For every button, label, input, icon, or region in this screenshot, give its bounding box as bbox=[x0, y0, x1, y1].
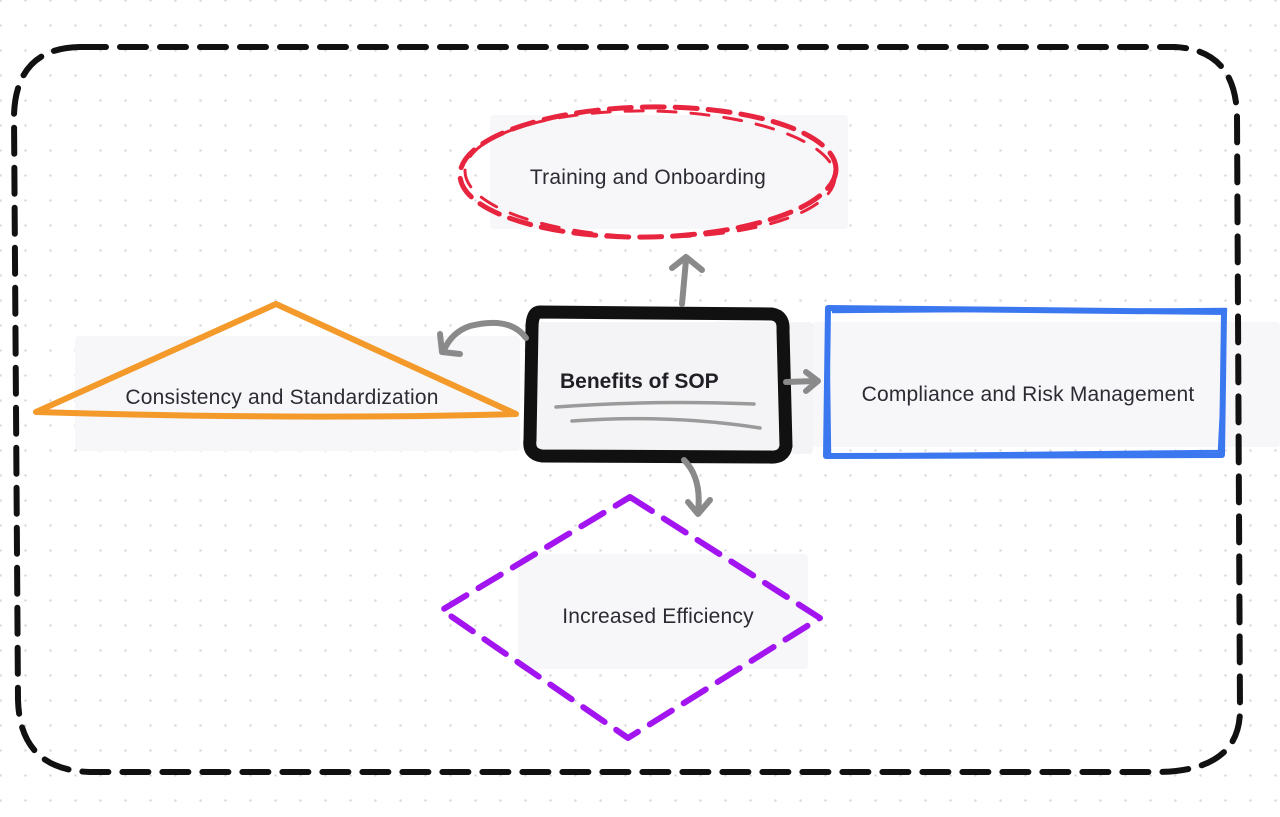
compliance-rectangle-sketch bbox=[826, 307, 1228, 457]
center-underline-1 bbox=[554, 400, 756, 409]
efficiency-diamond[interactable] bbox=[439, 494, 823, 741]
consistency-triangle[interactable] bbox=[33, 301, 519, 420]
training-ellipse-sketch bbox=[463, 109, 837, 239]
efficiency-label[interactable]: Increased Efficiency bbox=[562, 605, 754, 628]
center-underline-2 bbox=[570, 416, 762, 430]
center-title[interactable]: Benefits of SOP bbox=[560, 370, 719, 393]
center-box[interactable] bbox=[523, 305, 793, 464]
arrow-to-efficiency bbox=[681, 457, 702, 515]
outer-frame[interactable] bbox=[11, 44, 1243, 775]
arrow-to-consistency bbox=[441, 319, 529, 353]
consistency-label[interactable]: Consistency and Standardization bbox=[125, 386, 439, 409]
compliance-label-bg bbox=[812, 322, 1280, 447]
arrow-to-training-head bbox=[669, 254, 705, 273]
arrow-to-compliance-head bbox=[803, 369, 821, 394]
center-label-bg bbox=[535, 322, 813, 454]
compliance-label[interactable]: Compliance and Risk Management bbox=[861, 383, 1195, 406]
arrow-to-consistency-head bbox=[437, 331, 463, 357]
arrow-to-compliance bbox=[783, 378, 819, 385]
training-label[interactable]: Training and Onboarding bbox=[529, 166, 767, 189]
arrow-to-training bbox=[679, 257, 689, 307]
efficiency-label-bg bbox=[518, 554, 808, 669]
arrow-to-efficiency-head bbox=[685, 497, 713, 517]
